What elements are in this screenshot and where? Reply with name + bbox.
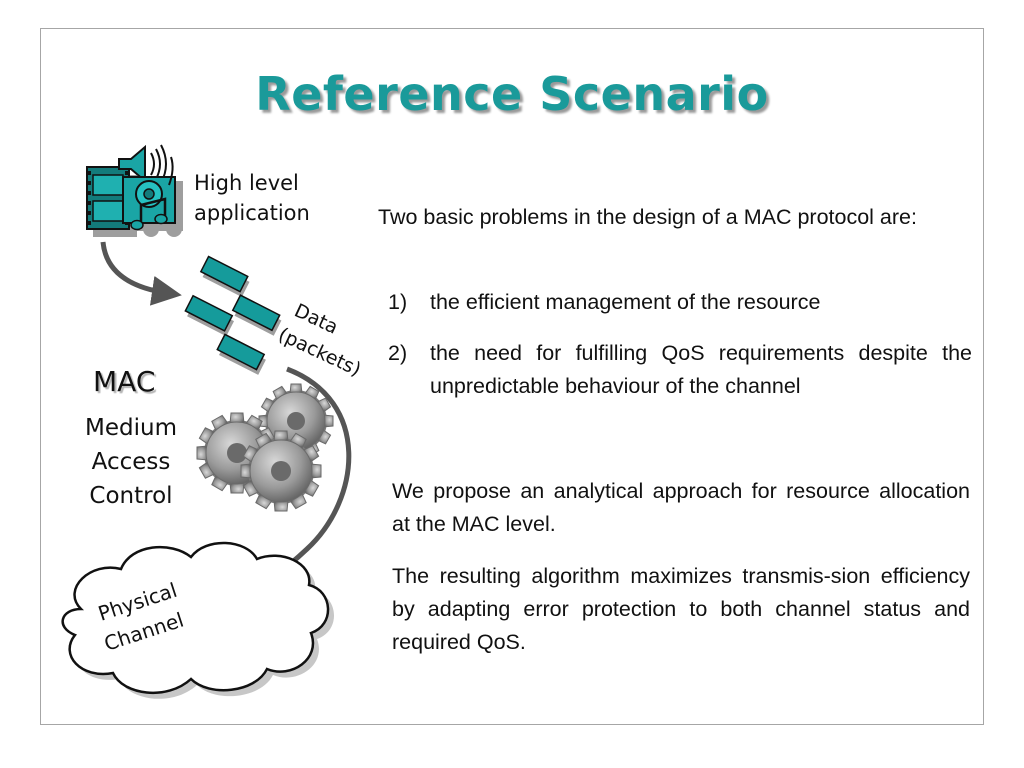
mac-full-line3: Control (89, 483, 173, 509)
cloud-icon (61, 541, 335, 699)
app-to-data-arrow (100, 241, 182, 306)
mac-full-line1: Medium (85, 415, 177, 441)
mac-full-line2: Access (91, 449, 171, 475)
gears-icon (196, 383, 334, 512)
multimedia-icon (86, 144, 183, 237)
slide-title: Reference Scenario (255, 67, 769, 121)
problems-list: 1) the efficient management of the resou… (388, 286, 972, 421)
list-item-number: 2) (388, 341, 408, 365)
intro-paragraph: Two basic problems in the design of a MA… (378, 205, 917, 229)
proposal-paragraph: We propose an analytical approach for re… (392, 479, 970, 536)
scenario-diagram: Data (packets) (61, 144, 364, 699)
application-label-line2: application (194, 201, 310, 225)
application-label: High level application (194, 168, 310, 228)
mac-abbreviation: MAC (93, 365, 156, 398)
list-item-text: the efficient management of the resource (430, 290, 821, 314)
list-item: 1) the efficient management of the resou… (388, 286, 972, 319)
application-label-line1: High level (194, 171, 299, 195)
slide: Reference Scenario (40, 28, 984, 725)
list-item: 2) the need for fulfilling QoS requireme… (388, 337, 972, 403)
result-paragraph: The resulting algorithm maximizes transm… (392, 564, 970, 654)
list-item-text: the need for fulfilling QoS requirements… (430, 341, 972, 398)
mac-full-name: Medium Access Control (71, 411, 191, 513)
packets-icon (184, 255, 282, 375)
list-item-number: 1) (388, 290, 408, 314)
